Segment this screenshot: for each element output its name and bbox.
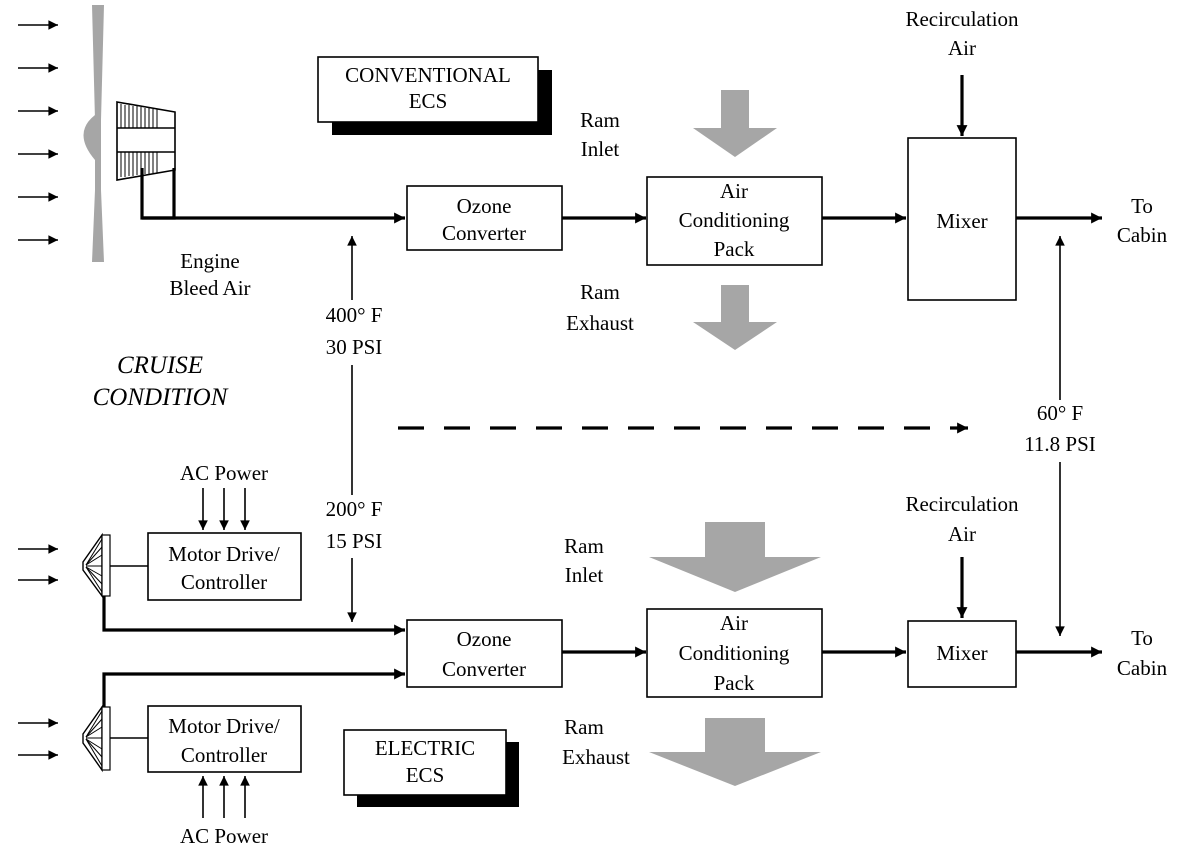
ram-inlet-bottom-line2: Inlet — [565, 563, 604, 587]
cabin-bottom-line2: Cabin — [1117, 656, 1168, 680]
svg-text:Converter: Converter — [442, 657, 526, 681]
inflow-arrows-bottom — [18, 544, 58, 760]
mixer-top: Mixer — [907, 137, 1017, 301]
ram-exhaust-bottom-line2: Exhaust — [562, 745, 630, 769]
recirc-top-line1: Recirculation — [905, 7, 1019, 31]
conventional-title-line1: CONVENTIONAL — [345, 63, 511, 87]
bleed-pressure: 30 PSI — [326, 335, 383, 359]
ram-inlet-top-line1: Ram — [580, 108, 620, 132]
cabin-top-line2: Cabin — [1117, 223, 1168, 247]
electric-duct-2 — [102, 668, 405, 707]
ram-inlet-top-line2: Inlet — [581, 137, 620, 161]
mixer-bottom: Mixer — [907, 620, 1017, 688]
ac-pack-top: Air Conditioning Pack — [646, 176, 823, 266]
svg-text:Air: Air — [720, 611, 748, 635]
conventional-ecs-title: CONVENTIONAL ECS — [317, 56, 552, 135]
svg-text:Motor Drive/: Motor Drive/ — [168, 542, 280, 566]
ozone-converter-bottom: Ozone Converter — [406, 619, 563, 688]
svg-text:Controller: Controller — [181, 570, 267, 594]
svg-text:Mixer: Mixer — [936, 641, 987, 665]
ac-pack-bottom: Air Conditioning Pack — [646, 608, 823, 698]
ozone-converter-top: Ozone Converter — [406, 185, 563, 251]
svg-text:Mixer: Mixer — [936, 209, 987, 233]
cabin-pressure: 11.8 PSI — [1024, 432, 1096, 456]
electric-duct-1 — [102, 596, 405, 636]
bleed-duct — [140, 168, 405, 224]
cabin-temp: 60° F — [1037, 401, 1083, 425]
svg-text:Pack: Pack — [714, 237, 755, 261]
cabin-top-line1: To — [1131, 194, 1153, 218]
bleed-label-line2: Bleed Air — [169, 276, 250, 300]
electric-pressure: 15 PSI — [326, 529, 383, 553]
ram-inlet-arrow-bottom — [649, 522, 821, 592]
ram-exhaust-arrow-top — [693, 285, 777, 350]
ram-exhaust-bottom-line1: Ram — [564, 715, 604, 739]
recirc-bottom-line2: Air — [948, 522, 976, 546]
recirc-top-line2: Air — [948, 36, 976, 60]
bleed-label-line1: Engine — [180, 249, 239, 273]
compressor-icon-2 — [82, 704, 148, 773]
ac-power-arrows-top — [198, 488, 250, 530]
ac-power-arrows-bottom — [198, 776, 250, 818]
ram-inlet-arrow-top — [693, 90, 777, 157]
inflow-arrows-top — [18, 20, 58, 245]
svg-text:Controller: Controller — [181, 743, 267, 767]
compressor-icon-1 — [82, 532, 148, 599]
ac-power-bottom-label: AC Power — [180, 824, 268, 848]
svg-text:Ozone: Ozone — [457, 627, 512, 651]
svg-text:Motor Drive/: Motor Drive/ — [168, 714, 280, 738]
electric-title-line1: ELECTRIC — [375, 736, 475, 760]
ram-exhaust-top-line2: Exhaust — [566, 311, 634, 335]
ram-exhaust-arrow-bottom — [649, 718, 821, 786]
conventional-title-line2: ECS — [409, 89, 448, 113]
electric-ecs-title: ELECTRIC ECS — [343, 729, 519, 807]
cruise-line1: CRUISE — [117, 352, 203, 379]
svg-text:Converter: Converter — [442, 221, 526, 245]
recirc-bottom-line1: Recirculation — [905, 492, 1019, 516]
motor-drive-controller-2: Motor Drive/ Controller — [147, 705, 302, 773]
electric-title-line2: ECS — [406, 763, 445, 787]
ram-exhaust-top-line1: Ram — [580, 280, 620, 304]
cruise-line2: CONDITION — [93, 384, 229, 411]
svg-text:Ozone: Ozone — [457, 194, 512, 218]
bleed-temp: 400° F — [326, 303, 383, 327]
svg-text:Pack: Pack — [714, 671, 755, 695]
cabin-bottom-line1: To — [1131, 626, 1153, 650]
ac-power-top-label: AC Power — [180, 461, 268, 485]
engine-icon — [83, 5, 176, 262]
svg-text:Conditioning: Conditioning — [679, 641, 790, 665]
ram-inlet-bottom-line1: Ram — [564, 534, 604, 558]
svg-text:Air: Air — [720, 179, 748, 203]
motor-drive-controller-1: Motor Drive/ Controller — [147, 532, 302, 601]
electric-temp: 200° F — [326, 497, 383, 521]
svg-text:Conditioning: Conditioning — [679, 208, 790, 232]
